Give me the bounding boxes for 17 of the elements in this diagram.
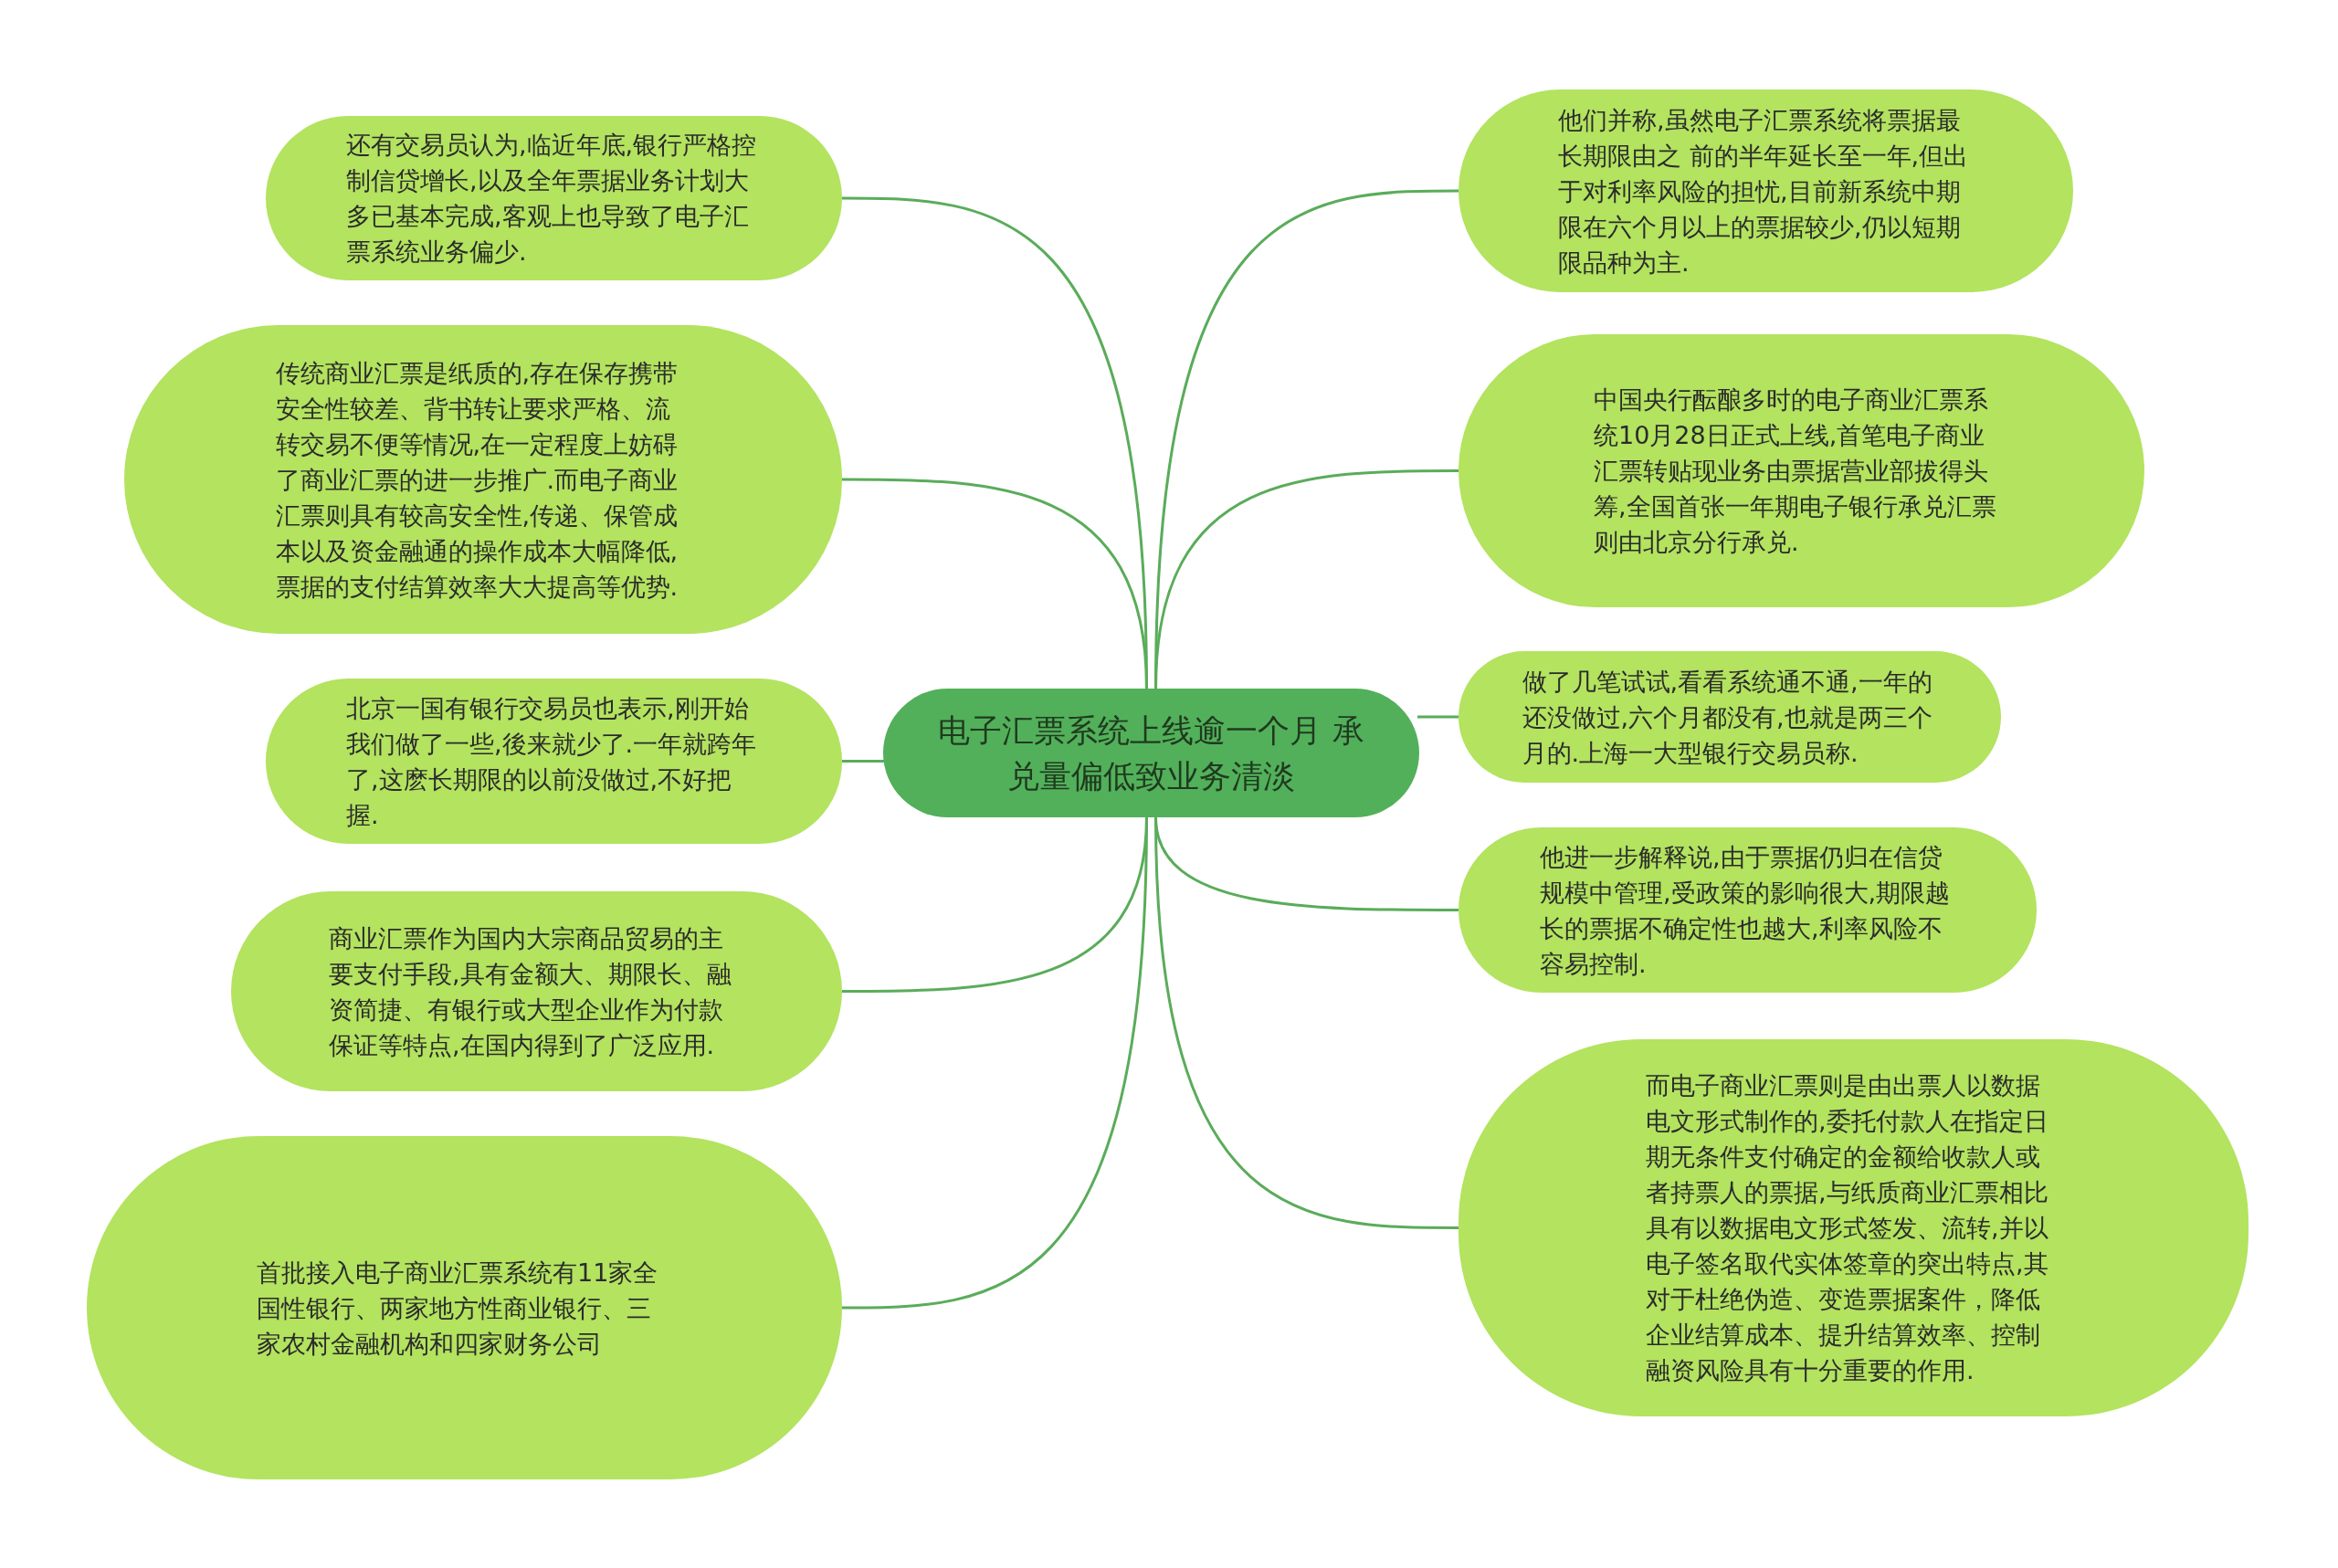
connector-line xyxy=(1154,816,1459,1229)
connector-line xyxy=(842,478,1148,689)
note-bubble: 传统商业汇票是纸质的,存在保存携带安全性较差、背书转让要求严格、流转交易不便等情况,在一定程度上妨碍了商业汇票的进一步推广.而电子商业汇票则具有较高安全性,传递、保管成本以及资金融通的操作成本大幅降低,票据的支付结算效率大大提高等优势. xyxy=(124,325,842,634)
note-bubble: 中国央行酝酿多时的电子商业汇票系统10月28日正式上线,首笔电子商业汇票转贴现业务由票据营业部拔得头筹,全国首张一年期电子银行承兑汇票则由北京分行承兑. xyxy=(1459,334,2144,607)
note-bubble: 北京一国有银行交易员也表示,刚开始我们做了一些,後来就少了.一年就跨年了,这麽长期限的以前没做过,不好把握. xyxy=(266,679,842,844)
note-bubble: 做了几笔试试,看看系统通不通,一年的还没做过,六个月都没有,也就是两三个月的.上海一大型银行交易员称. xyxy=(1459,651,2001,783)
note-bubble: 而电子商业汇票则是由出票人以数据电文形式制作的,委托付款人在指定日期无条件支付确定的金额给收款人或者持票人的票据,与纸质商业汇票相比具有以数据电文形式签发、流转,并以电子签名取代实体签章的突出特点,其对于杜绝伪造、变造票据案件，降低企业结算成本、提升结算效率、控制融资风险具有十分重要的作用. xyxy=(1459,1039,2248,1416)
note-bubble: 他进一步解释说,由于票据仍归在信贷规模中管理,受政策的影响很大,期限越长的票据不确定性也越大,利率风险不容易控制. xyxy=(1459,827,2037,993)
connector-line xyxy=(842,760,885,763)
note-bubble: 商业汇票作为国内大宗商品贸易的主要支付手段,具有金额大、期限长、融资简捷、有银行或大型企业作为付款保证等特点,在国内得到了广泛应用. xyxy=(231,891,842,1091)
note-bubble: 他们并称,虽然电子汇票系统将票据最长期限由之 前的半年延长至一年,但出于对利率风险的担忧,目前新系统中期限在六个月以上的票据较少,仍以短期限品种为主. xyxy=(1459,89,2073,292)
connector-line xyxy=(1154,469,1459,689)
topic-bubble: 电子汇票系统上线逾一个月 承兑量偏低致业务清淡 xyxy=(883,689,1419,817)
connector-line xyxy=(842,816,1148,1310)
connector-line xyxy=(1417,715,1459,719)
note-bubble: 首批接入电子商业汇票系统有11家全国性银行、两家地方性商业银行、三家农村金融机构和四家财务公司 xyxy=(87,1136,842,1479)
note-bubble: 还有交易员认为,临近年底,银行严格控制信贷增长,以及全年票据业务计划大多已基本完成,客观上也导致了电子汇票系统业务偏少. xyxy=(266,116,842,280)
